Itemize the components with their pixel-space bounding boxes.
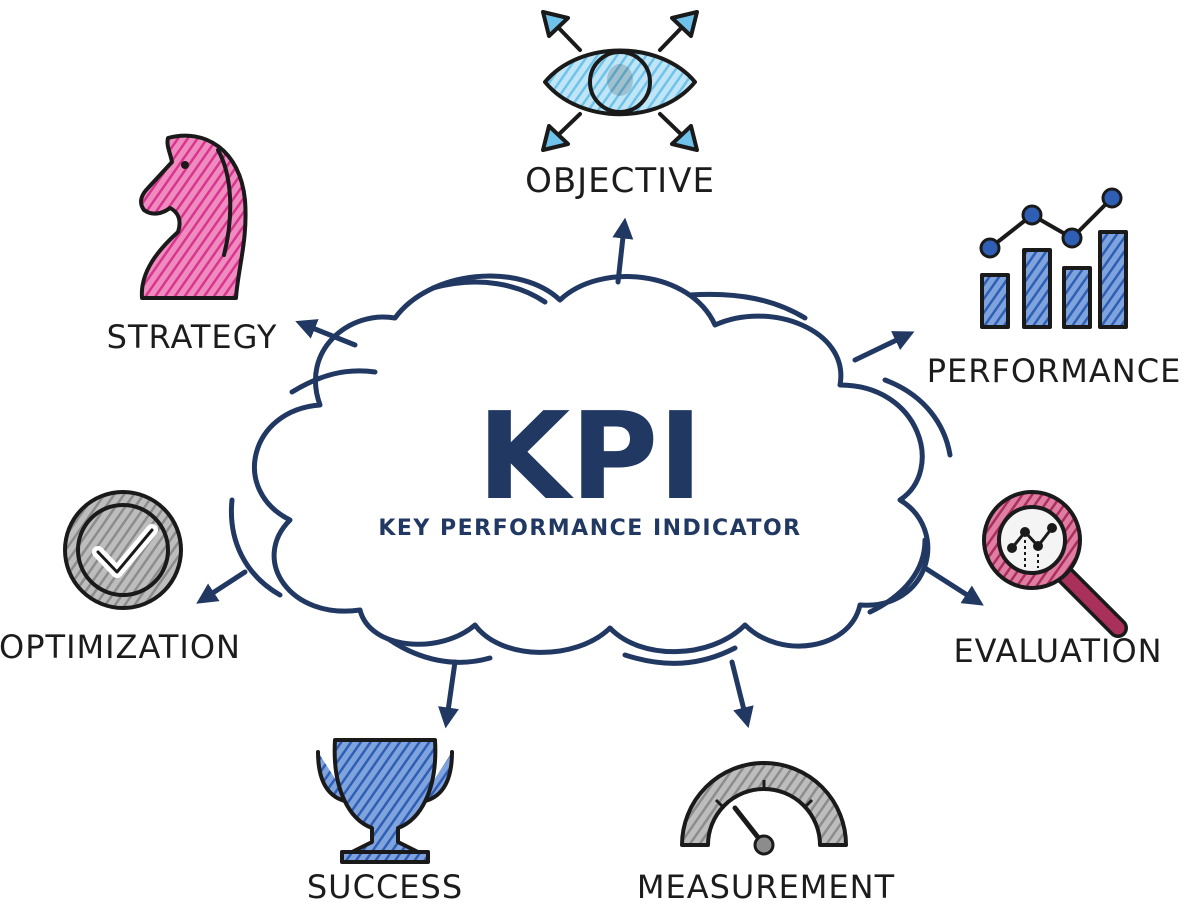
label-objective: OBJECTIVE (525, 161, 715, 201)
gauge-icon (680, 761, 848, 856)
label-success: SUCCESS (307, 868, 463, 906)
label-optimization: OPTIMIZATION (0, 628, 241, 666)
chess-knight-icon (139, 133, 248, 300)
cloud-echo-left-upper (289, 368, 378, 395)
cloud-echo-top (430, 279, 548, 305)
node-success: SUCCESS (307, 738, 463, 906)
arrow-objective (612, 217, 634, 285)
node-optimization: OPTIMIZATION (0, 490, 241, 666)
kpi-subtitle: KEY PERFORMANCE INDICATOR (378, 516, 801, 541)
arrow-optimization (196, 569, 248, 604)
trophy-icon (316, 738, 454, 864)
arrow-success (438, 659, 459, 729)
arrow-performance (852, 331, 915, 363)
kpi-title: KPI (477, 388, 703, 527)
eye-icon (541, 10, 699, 152)
connector-arrows (196, 217, 984, 729)
cloud-outline (251, 273, 931, 655)
label-measurement: MEASUREMENT (637, 868, 895, 906)
bar-line-chart-icon (979, 187, 1128, 329)
checkmark-badge-icon (63, 490, 183, 610)
cloud-echo-bottom-right (622, 645, 738, 666)
node-evaluation: EVALUATION (953, 490, 1162, 670)
node-measurement: MEASUREMENT (637, 761, 895, 906)
label-performance: PERFORMANCE (927, 352, 1182, 390)
node-performance: PERFORMANCE (927, 187, 1182, 390)
central-cloud: KPI KEY PERFORMANCE INDICATOR (228, 273, 953, 666)
label-strategy: STRATEGY (107, 318, 278, 356)
magnifier-icon (982, 490, 1128, 638)
cloud-echo-left (228, 497, 283, 598)
label-evaluation: EVALUATION (953, 632, 1162, 670)
cloud-echo-right (882, 377, 953, 458)
cloud-echo-right-lower (867, 537, 928, 615)
cloud-echo-bottom-left (387, 637, 493, 665)
cloud-echo-top-right (687, 291, 808, 321)
arrow-strategy (295, 319, 358, 348)
node-objective: OBJECTIVE (525, 10, 715, 201)
arrow-measurement (729, 659, 754, 729)
arrow-evaluation (922, 565, 984, 606)
node-strategy: STRATEGY (107, 133, 278, 356)
